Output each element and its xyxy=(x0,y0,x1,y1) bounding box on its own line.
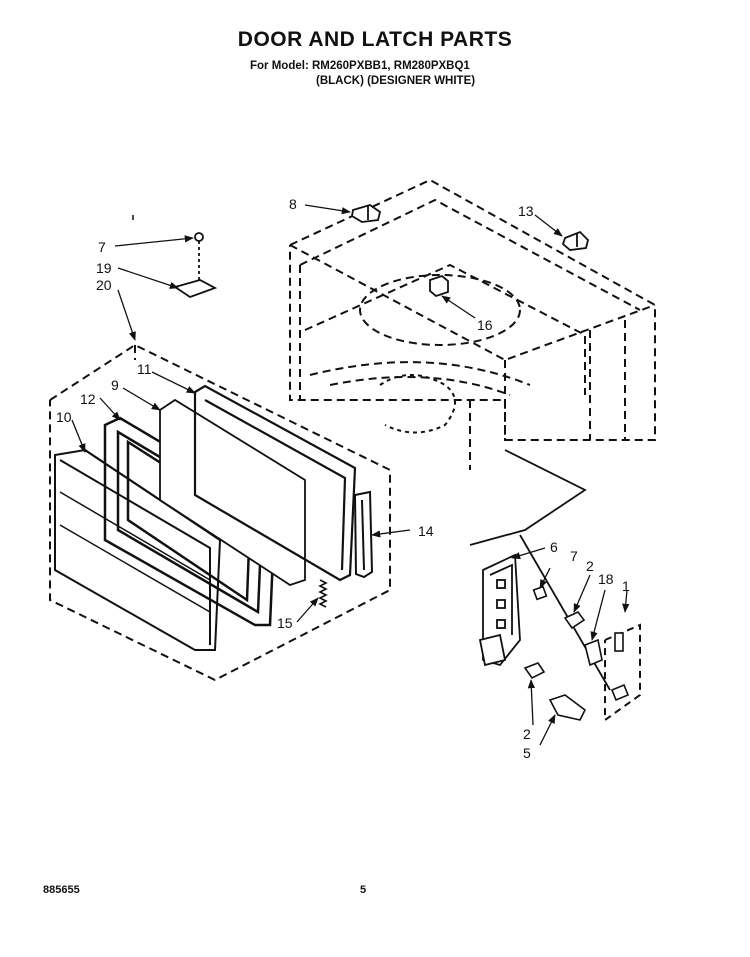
turntable-arc xyxy=(379,374,456,434)
callout-1: 1 xyxy=(622,578,630,594)
callout-10: 10 xyxy=(56,409,72,425)
part-13-bracket xyxy=(561,230,589,251)
callout-6: 6 xyxy=(550,539,558,555)
callout-12: 12 xyxy=(80,391,96,407)
callout-8: 8 xyxy=(289,196,297,212)
latch-bracket xyxy=(478,553,521,667)
latch-spring xyxy=(318,579,328,608)
callout-19: 19 xyxy=(96,260,112,276)
callout-20: 20 xyxy=(96,277,112,293)
callout-13: 13 xyxy=(518,203,534,219)
callout-2-lower: 2 xyxy=(523,726,531,742)
latch-hook xyxy=(353,490,374,579)
door-choke xyxy=(193,384,357,582)
callout-5: 5 xyxy=(523,745,531,761)
part-8-bracket xyxy=(351,204,382,223)
part-1-outline xyxy=(604,623,641,722)
callout-18: 18 xyxy=(598,571,614,587)
variant-line: (BLACK) (DESIGNER WHITE) xyxy=(316,75,476,87)
oven-cavity-outline xyxy=(289,178,656,470)
page-number: 5 xyxy=(360,884,367,896)
switch-7 xyxy=(532,585,548,601)
part-5-lever xyxy=(548,694,587,721)
callout-9: 9 xyxy=(111,377,119,393)
switch-2-lower xyxy=(523,662,546,680)
callout-15: 15 xyxy=(277,615,293,631)
callout-11: 11 xyxy=(137,361,152,377)
callout-16: 16 xyxy=(477,317,493,333)
switch-18 xyxy=(584,638,603,667)
hinge-bracket xyxy=(172,279,218,299)
page-title: DOOR AND LATCH PARTS xyxy=(237,28,513,51)
leader-lines xyxy=(71,204,630,746)
hinge-screw xyxy=(194,232,204,282)
switch-2-upper xyxy=(563,611,586,630)
model-line: For Model: RM260PXBB1, RM280PXBQ1 xyxy=(250,60,470,72)
part-16-block xyxy=(429,274,449,298)
document-number: 885655 xyxy=(43,884,80,896)
callout-2-upper: 2 xyxy=(586,558,594,574)
door-assembly-outline xyxy=(49,343,391,682)
callout-14: 14 xyxy=(418,523,434,539)
interlock-guide xyxy=(469,449,611,691)
callout-7-switch: 7 xyxy=(570,548,578,564)
callout-7-hinge: 7 xyxy=(98,239,106,255)
part-1-fuse xyxy=(610,632,630,702)
